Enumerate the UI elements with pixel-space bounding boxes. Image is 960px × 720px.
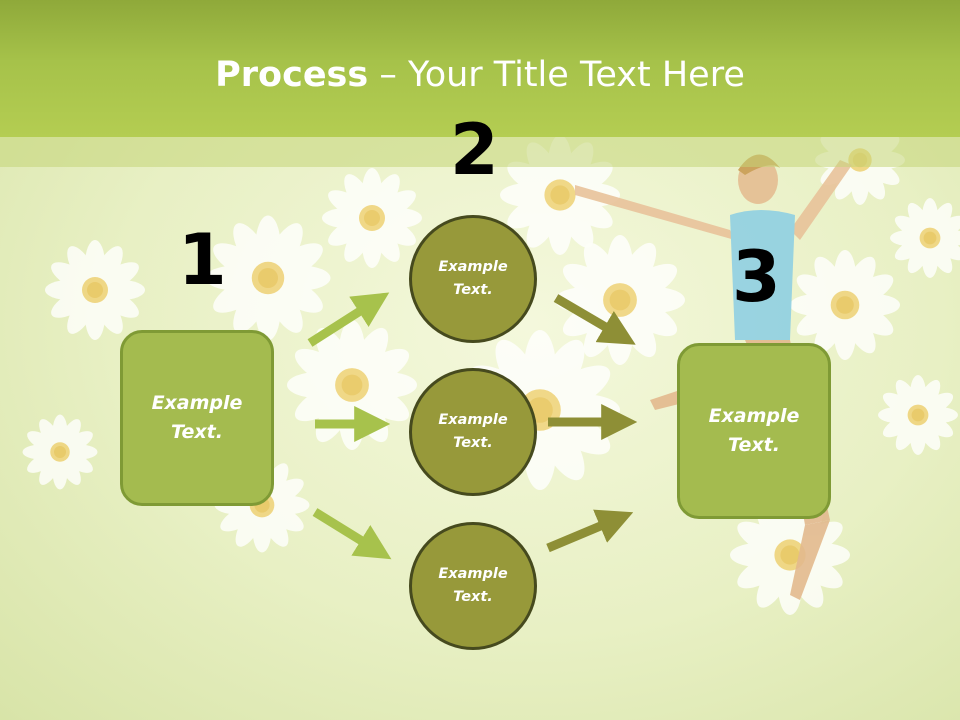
arrow-bottom-to-3	[546, 509, 634, 553]
step-2-circle-bottom: Example Text.	[409, 522, 537, 650]
step-2-circle-top-label: Example Text.	[438, 259, 508, 298]
step-2-circle-middle-label: Example Text.	[438, 412, 508, 451]
step-number-2: 2	[450, 109, 499, 191]
step-1-box: Example Text.	[120, 330, 274, 506]
arrow-1-to-bottom	[312, 508, 392, 560]
arrow-top-to-3	[553, 294, 636, 345]
step-2-circle-bottom-label: Example Text.	[438, 566, 508, 605]
title-bar	[0, 0, 960, 137]
step-2-circle-middle: Example Text.	[409, 368, 537, 496]
step-3-label: Example Text.	[708, 405, 800, 456]
title-bold-part: Process	[215, 55, 369, 95]
step-2-circle-top: Example Text.	[409, 215, 537, 343]
title-rest-part: – Your Title Text Here	[368, 55, 745, 95]
step-number-3: 3	[732, 236, 781, 318]
step-1-label: Example Text.	[151, 392, 243, 443]
step-3-box: Example Text.	[677, 343, 831, 519]
slide-title: Process – Your Title Text Here	[0, 52, 960, 98]
arrow-1-to-top	[307, 292, 390, 347]
step-number-1: 1	[178, 219, 227, 301]
title-bar-band	[0, 137, 960, 167]
